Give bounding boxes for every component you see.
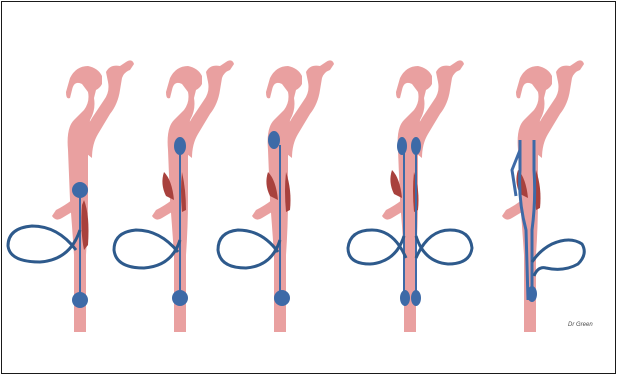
guidewire-loop-icon	[218, 230, 280, 268]
balloon-distal-icon	[172, 290, 188, 306]
panel-3	[218, 60, 334, 332]
balloon-distal-icon	[72, 292, 88, 308]
artery-icon	[52, 60, 134, 332]
kissing-balloons-icon	[527, 286, 537, 302]
panel-1	[8, 60, 134, 332]
panel-4	[348, 60, 472, 332]
panel-5	[502, 60, 584, 332]
balloon-proximal-icon	[268, 131, 280, 149]
artery-icon	[382, 60, 464, 332]
illustrator-credit: Dr Green	[568, 322, 593, 328]
panel-2	[114, 60, 234, 332]
guidewire-loop-icon	[114, 230, 180, 268]
artery-icon	[502, 60, 584, 332]
balloon-proximal-icon	[174, 137, 186, 155]
balloon-proximal-icon	[72, 182, 88, 198]
double-guidewire-loop-icon	[532, 240, 584, 276]
kissing-balloons-icon	[397, 137, 407, 155]
artery-icon	[252, 60, 334, 332]
guidewire-loop-icon	[8, 226, 80, 262]
artery-icon	[152, 60, 234, 332]
balloon-distal-icon	[274, 290, 290, 306]
